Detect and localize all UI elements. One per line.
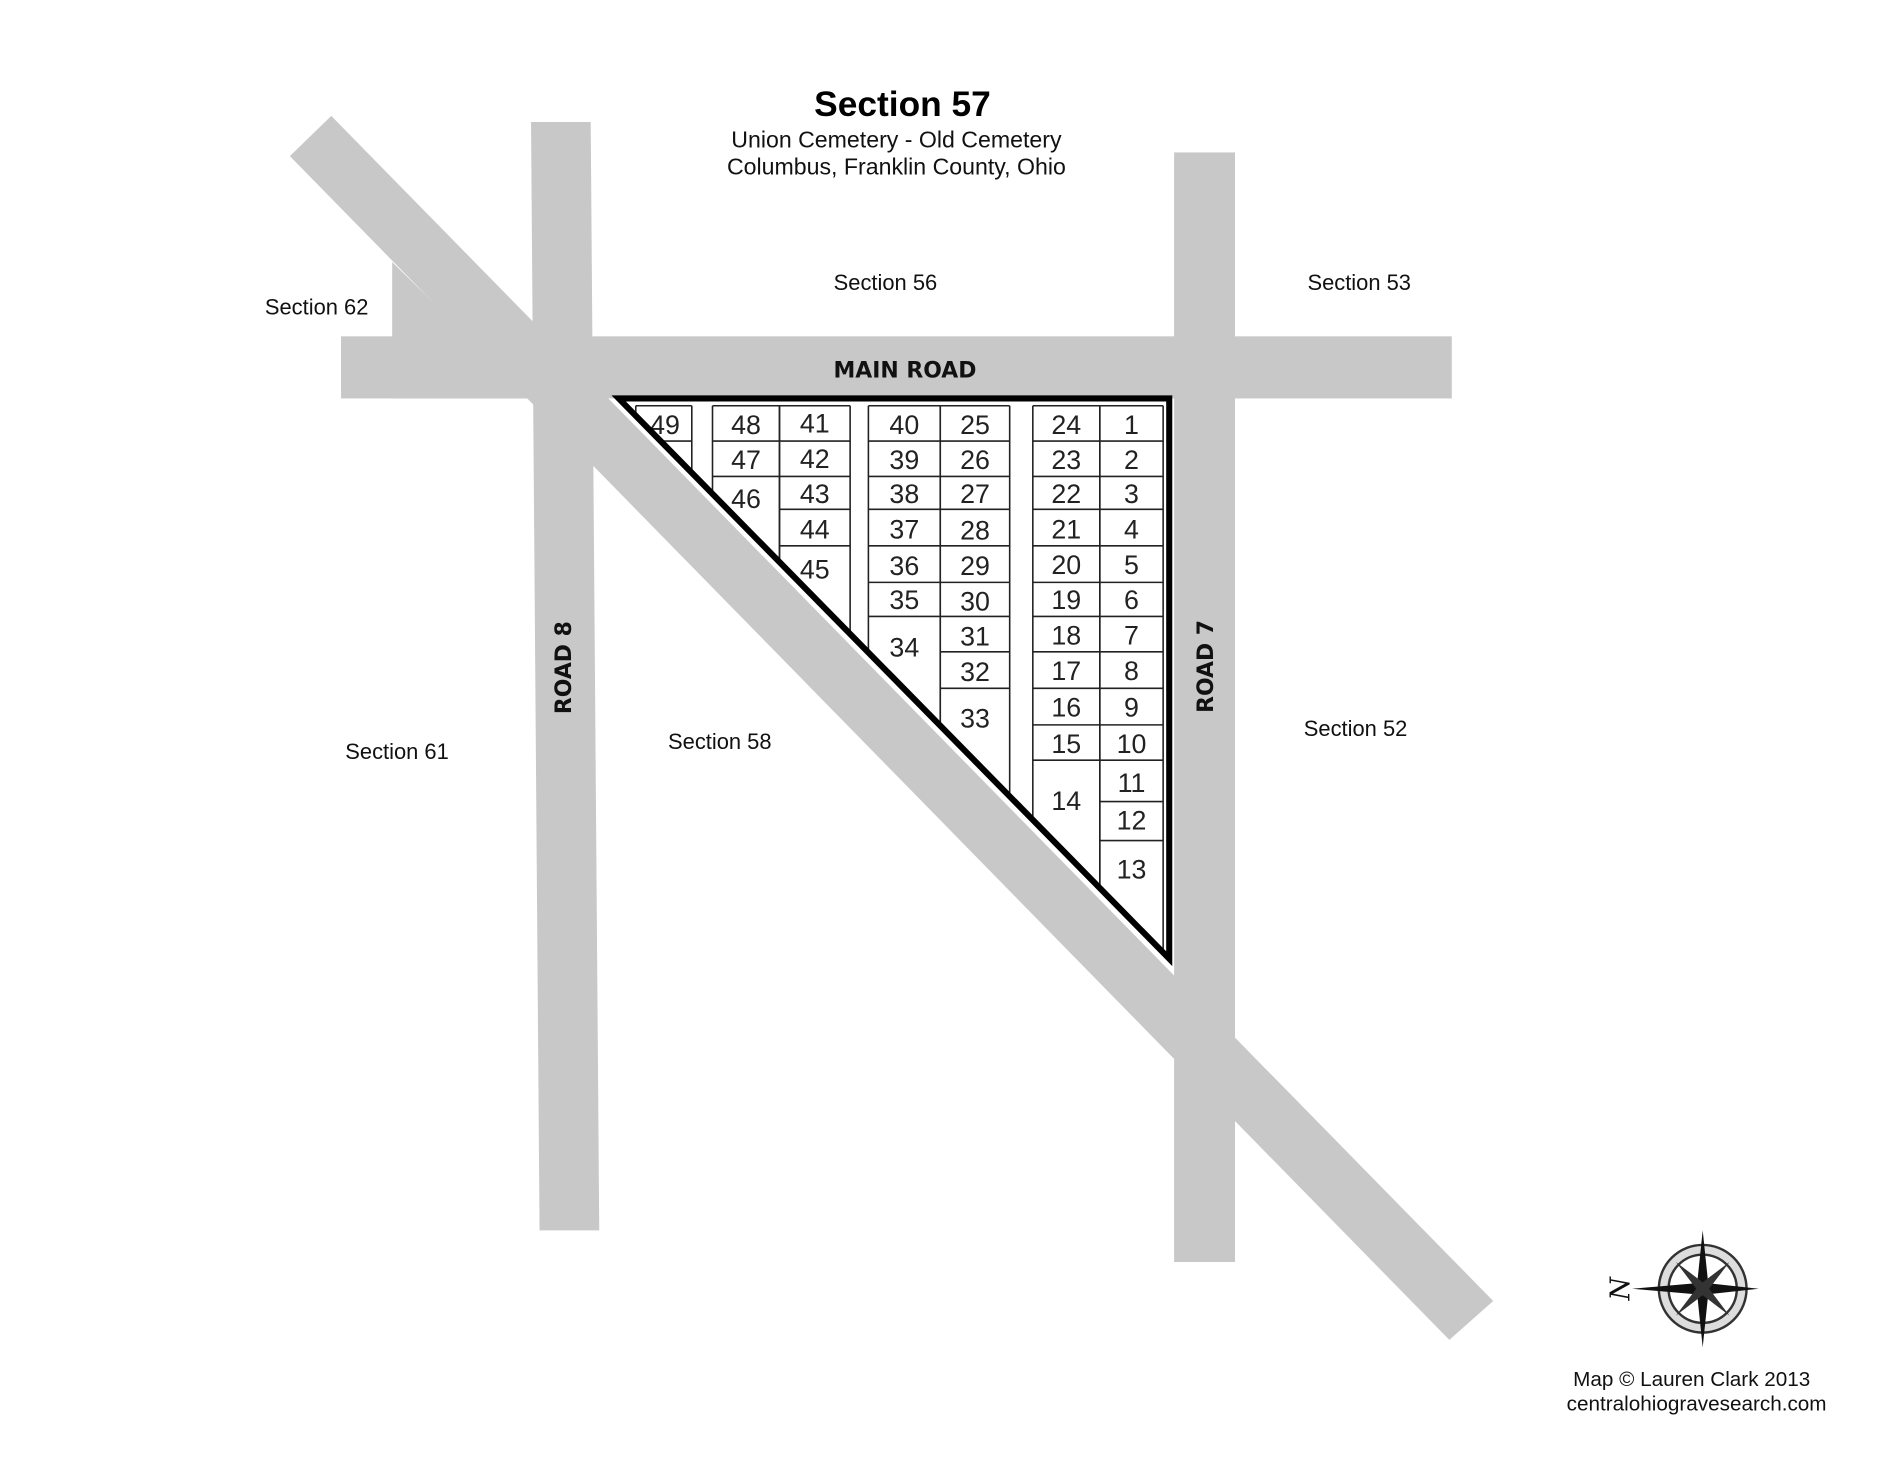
label-section-56: Section 56: [834, 270, 938, 295]
lot-number: 32: [960, 657, 990, 687]
lot-number: 31: [960, 622, 990, 652]
lot-number: 1: [1124, 410, 1139, 440]
lot-number: 48: [731, 410, 761, 440]
lot-number: 42: [800, 444, 830, 474]
label-section-58: Section 58: [668, 729, 772, 754]
lot-number: 22: [1051, 479, 1081, 509]
lot-number: 43: [800, 479, 830, 509]
label-section-62: Section 62: [265, 294, 369, 319]
roads: [289, 115, 1494, 1340]
lot-number: 16: [1051, 692, 1081, 722]
lot-number: 9: [1124, 692, 1139, 722]
lot-number: 2: [1124, 445, 1139, 475]
label-section-61: Section 61: [345, 739, 449, 764]
lot-number: 29: [960, 551, 990, 581]
lot-number: 30: [960, 586, 990, 616]
lot-number: 17: [1051, 656, 1081, 686]
lot-number: 8: [1124, 656, 1139, 686]
lot-number: 13: [1117, 854, 1147, 884]
lot-number: 25: [960, 410, 990, 440]
lot-number: 7: [1124, 620, 1139, 650]
page-title: Section 57: [814, 85, 991, 124]
lot-number: 10: [1117, 729, 1147, 759]
lot-number: 41: [800, 409, 830, 439]
diagonal-road: [289, 115, 1494, 1340]
label-main-road: MAIN ROAD: [833, 359, 976, 384]
lot-number: 18: [1051, 620, 1081, 650]
lot-number: 3: [1124, 479, 1139, 509]
lot-number: 24: [1051, 410, 1081, 440]
subtitle-cemetery: Union Cemetery - Old Cemetery: [731, 127, 1062, 153]
lot-number: 45: [800, 555, 830, 585]
lot-number: 34: [889, 633, 919, 663]
lot-number: 40: [889, 410, 919, 440]
lot-number: 27: [960, 479, 990, 509]
label-road-8: ROAD 8: [552, 621, 577, 714]
label-section-52: Section 52: [1304, 716, 1408, 741]
lot-number: 44: [800, 515, 830, 545]
lot-number: 38: [889, 479, 919, 509]
lot-number: 23: [1051, 445, 1081, 475]
compass-rose-icon: N: [1606, 1230, 1759, 1348]
road-junction: [392, 262, 532, 399]
lot-number: 28: [960, 516, 990, 546]
map-credit: Map © Lauren Clark 2013: [1573, 1368, 1810, 1391]
lot-number: 26: [960, 445, 990, 475]
lot-number: 37: [889, 515, 919, 545]
lot-number: 20: [1051, 550, 1081, 580]
label-section-53: Section 53: [1307, 270, 1411, 295]
label-road-7: ROAD 7: [1194, 620, 1219, 713]
lot-number: 21: [1051, 515, 1081, 545]
lot-number: 15: [1051, 729, 1081, 759]
website-link[interactable]: centralohiogravesearch.com: [1567, 1393, 1827, 1416]
lot-number: 14: [1051, 786, 1081, 816]
lot-number: 35: [889, 585, 919, 615]
compass-north-label: N: [1606, 1275, 1637, 1301]
lot-number: 46: [731, 484, 761, 514]
lot-number: 39: [889, 445, 919, 475]
lot-number: 19: [1051, 585, 1081, 615]
lot-number: 5: [1124, 550, 1139, 580]
section-57-plot: 1234567891011121324232221201918171615142…: [611, 395, 1173, 967]
lot-number: 11: [1118, 768, 1146, 798]
lot-number: 36: [889, 551, 919, 581]
lot-number: 33: [960, 703, 990, 733]
lot-number: 47: [731, 445, 761, 475]
lot-number: 6: [1124, 585, 1139, 615]
lot-number: 4: [1124, 515, 1139, 545]
subtitle-location: Columbus, Franklin County, Ohio: [727, 153, 1066, 179]
lot-number: 12: [1117, 806, 1147, 836]
section-57-border: [611, 395, 1173, 967]
